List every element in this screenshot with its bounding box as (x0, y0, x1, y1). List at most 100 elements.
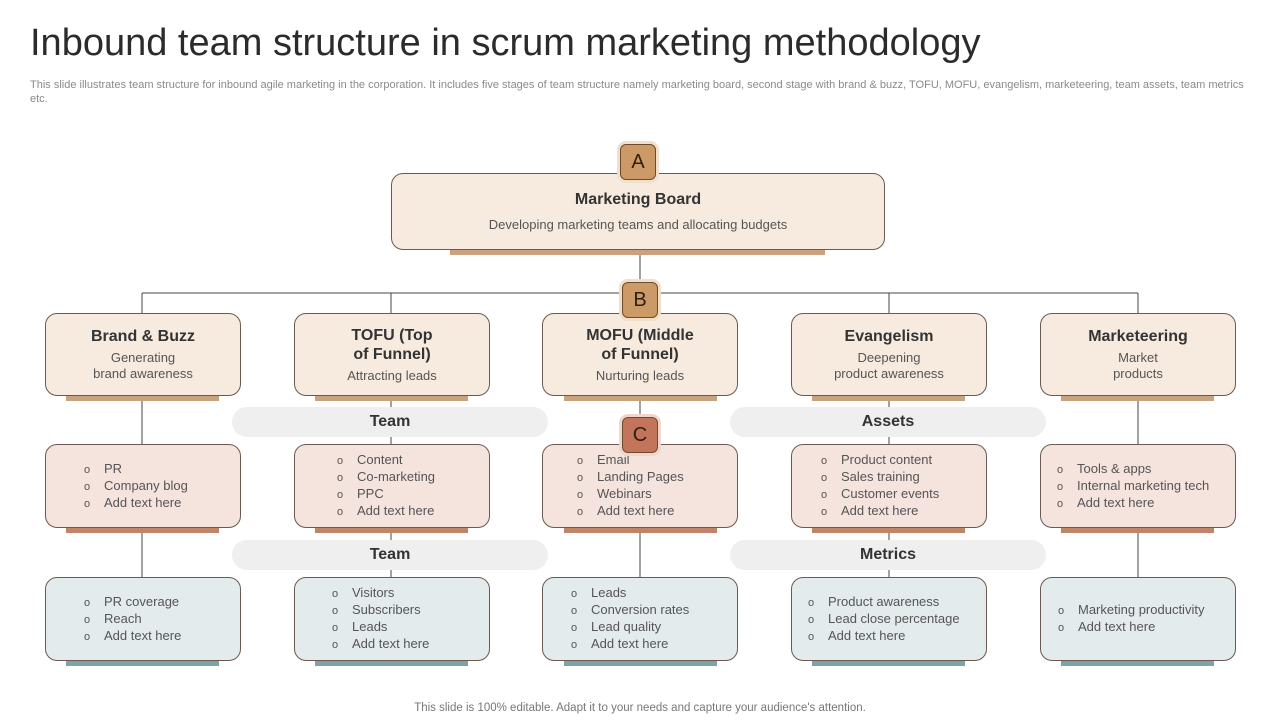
stage-title: MOFU (Middle of Funnel) (586, 326, 694, 363)
list-item: o Subscribers (332, 602, 429, 619)
list-item-text: Content (357, 452, 403, 467)
badge-c: C (622, 417, 658, 453)
list-item-text: Leads (352, 619, 388, 634)
bullet-icon: o (571, 622, 578, 634)
stage-desc: Nurturing leads (595, 367, 685, 383)
marketing-board-box: Marketing Board Developing marketing tea… (391, 173, 885, 250)
list-item: o Landing Pages (577, 469, 684, 486)
row-label-assets: Assets (730, 407, 1046, 437)
badge-b: B (622, 282, 658, 318)
assets-accent (812, 528, 965, 533)
stage-accent (1061, 396, 1214, 401)
bullet-icon: o (1057, 463, 1064, 476)
list-item: o Add text here (84, 495, 188, 512)
stage-accent (315, 396, 468, 401)
bullet-icon: o (84, 463, 91, 476)
list-item-text: Leads (591, 585, 627, 600)
list-item-text: Customer events (841, 486, 940, 501)
assets-accent (1061, 528, 1214, 533)
stage-desc: Generating brand awareness (93, 350, 193, 381)
assets-accent (564, 528, 717, 533)
stage-title: Brand & Buzz (91, 328, 195, 345)
bullet-icon: o (84, 480, 91, 493)
bullet-icon: o (1057, 497, 1064, 510)
marketing-board-title: Marketing Board (574, 191, 702, 208)
bullet-icon: o (1058, 622, 1065, 634)
list-item: o Visitors (332, 585, 429, 602)
bullet-icon: o (1058, 605, 1065, 617)
list-item: o PPC (337, 486, 435, 503)
bullet-icon: o (84, 596, 91, 609)
bullet-icon: o (337, 489, 344, 501)
metrics-accent (564, 661, 717, 666)
bullet-icon: o (577, 489, 584, 501)
bullet-icon: o (332, 605, 339, 617)
bullet-icon: o (571, 639, 578, 651)
bullet-icon: o (577, 455, 584, 467)
bullet-icon: o (1057, 480, 1064, 493)
list-item-text: Visitors (352, 585, 395, 600)
list-item-text: Add text here (104, 494, 182, 510)
list-item: o Internal marketing tech (1057, 478, 1209, 495)
list-item-text: Landing Pages (597, 469, 684, 484)
list-item-text: PR coverage (104, 593, 180, 609)
badge-a: A (620, 144, 656, 180)
stage-title: Evangelism (844, 328, 934, 345)
bullet-icon: o (577, 472, 584, 484)
bullet-icon: o (332, 588, 339, 600)
list-item-text: PPC (357, 486, 384, 501)
list-item: o Leads (571, 585, 689, 602)
bullet-icon: o (821, 455, 828, 467)
page-subtitle: This slide illustrates team structure fo… (30, 79, 1244, 105)
stage-box-marketeering: Marketeering Market products (1040, 313, 1236, 396)
bullet-icon: o (84, 497, 91, 510)
list-item: o Add text here (332, 636, 429, 653)
marketing-board-accent (450, 250, 825, 255)
list-item-text: Add text here (352, 636, 430, 651)
list-item: o PR coverage (84, 594, 181, 611)
bullet-icon: o (821, 489, 828, 501)
list-item-text: Co-marketing (357, 469, 436, 484)
list-item-text: Add text here (1077, 494, 1155, 510)
row-label-team: Team (232, 540, 548, 570)
bullet-icon: o (337, 455, 344, 467)
stage-title: TOFU (Top of Funnel) (351, 326, 433, 363)
bullet-icon: o (332, 639, 339, 651)
metrics-accent (66, 661, 219, 666)
list-item-text: PR (104, 460, 123, 476)
list-item-text: Sales training (841, 469, 920, 484)
bullet-icon: o (821, 506, 828, 518)
list-item: o Add text here (1057, 495, 1209, 512)
list-item-text: Add text here (357, 503, 435, 518)
metrics-accent (812, 661, 965, 666)
list-item-text: Add text here (591, 636, 669, 651)
list-item-text: Internal marketing tech (1077, 477, 1210, 493)
bullet-icon: o (571, 588, 578, 600)
stage-accent (66, 396, 219, 401)
bullet-icon: o (577, 506, 584, 518)
list-item-text: Add text here (104, 627, 182, 643)
list-item-text: Subscribers (352, 602, 421, 617)
